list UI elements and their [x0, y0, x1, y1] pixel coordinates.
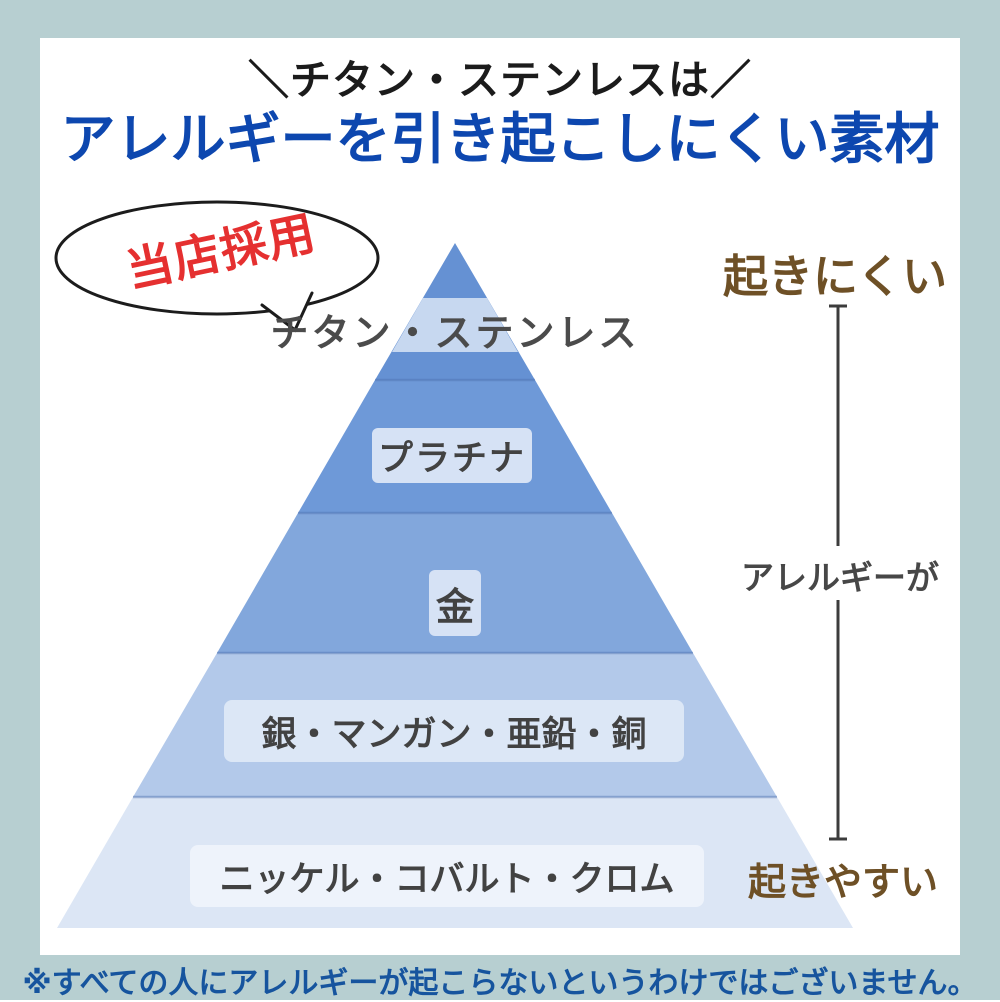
pyramid-level-2-box: プラチナ — [372, 428, 532, 483]
scale-middle-label: アレルギーが — [741, 559, 939, 596]
pyramid-level-4-box: 銀・マンガン・亜鉛・銅 — [224, 700, 684, 762]
scale-top-label: 起きにくい — [722, 251, 948, 302]
pyramid-level-1-label: チタン・ステンレス — [270, 313, 640, 355]
footer-disclaimer: ※すべての人にアレルギーが起こらないというわけではございません。 — [22, 967, 978, 1000]
speech-bubble — [54, 200, 380, 333]
pyramid-level-5-label: ニッケル・コバルト・クロム — [219, 859, 675, 899]
pyramid-level-3-box: 金 — [429, 570, 481, 636]
header-tagline: ＼チタン・ステンレスは／ — [248, 57, 752, 103]
speech-bubble-tail-icon — [260, 291, 314, 333]
pyramid-level-1-label-band — [392, 298, 518, 352]
pyramid-level-5-box: ニッケル・コバルト・クロム — [190, 845, 704, 907]
scale-bottom-label: 起きやすい — [747, 862, 938, 904]
pyramid-level-3-label: 金 — [435, 586, 474, 629]
speech-bubble-outline — [54, 200, 380, 316]
scale-axis — [829, 304, 847, 841]
pyramid-level-2-label: プラチナ — [377, 439, 526, 478]
pyramid-level-4-label: 銀・マンガン・亜鉛・銅 — [261, 714, 647, 754]
page-title: アレルギーを引き起こしにくい素材 — [60, 108, 940, 170]
speech-bubble-tail-fill — [262, 293, 312, 330]
